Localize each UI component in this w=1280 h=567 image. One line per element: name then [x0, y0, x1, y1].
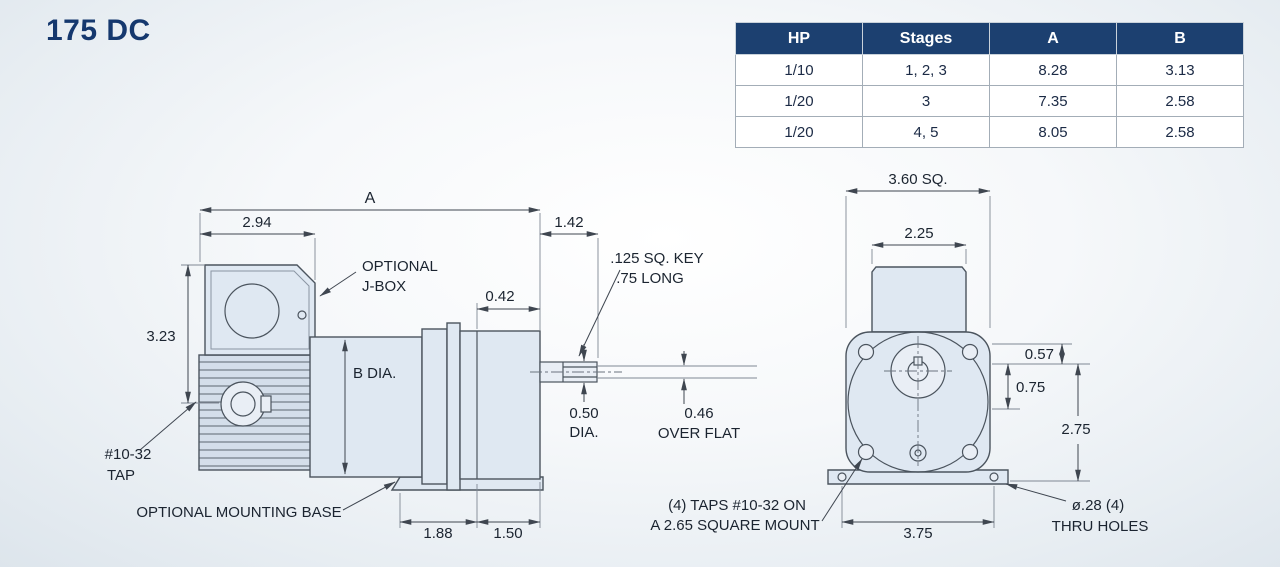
tap-hole-bottom-right	[961, 443, 979, 461]
jbox-cover-circle	[224, 283, 280, 339]
table-cell: 7.35	[989, 85, 1117, 117]
spec-table-header-row: HP Stages A B	[735, 22, 1244, 55]
table-cell: 2.58	[1116, 85, 1244, 117]
leader-taps	[821, 458, 863, 522]
jbox-outline	[204, 264, 316, 356]
dim-A-label: A	[365, 190, 376, 207]
side-view-drawing: A 2.94 1.42 0.42 3.23 B DIA.	[105, 190, 757, 542]
tap-hole-top-left	[857, 343, 875, 361]
leader-tap	[139, 401, 197, 451]
leader-thru-holes	[1005, 483, 1067, 502]
table-cell: 2.58	[1116, 116, 1244, 148]
key-label-line1: .125 SQ. KEY	[610, 250, 703, 267]
dim-360-label: 3.60 SQ.	[888, 171, 947, 188]
table-row: 1/10 1, 2, 3 8.28 3.13	[735, 54, 1244, 86]
taps-label-line1: (4) TAPS #10-32 ON	[668, 497, 806, 514]
table-cell: 1/20	[735, 116, 863, 148]
tap-label-line2: TAP	[107, 467, 135, 484]
jbox-inner-line	[210, 270, 310, 350]
dim-050-label2: DIA.	[569, 424, 598, 441]
base-thru-hole-right	[989, 472, 999, 482]
col-header-b: B	[1116, 22, 1244, 55]
dim-050-label: 0.50	[569, 405, 598, 422]
table-row: 1/20 4, 5 8.05 2.58	[735, 116, 1244, 148]
rear-hub-inner	[230, 391, 256, 417]
base-thru-hole-left	[837, 472, 847, 482]
dim-294-label: 2.94	[242, 214, 271, 231]
thru-holes-label-line2: THRU HOLES	[1052, 518, 1149, 535]
spec-table: HP Stages A B 1/10 1, 2, 3 8.28 3.13 1/2…	[735, 22, 1244, 148]
table-cell: 1/10	[735, 54, 863, 86]
table-cell: 1, 2, 3	[862, 54, 990, 86]
jbox-label-line1: OPTIONAL	[362, 258, 438, 275]
rear-hub-outer	[220, 381, 266, 427]
gear-ring-2	[446, 322, 461, 491]
dim-150-label: 1.50	[493, 525, 522, 542]
page-title: 175 DC	[46, 14, 151, 47]
col-header-hp: HP	[735, 22, 863, 55]
motor-body	[309, 336, 423, 478]
jbox-screw-hole	[297, 310, 307, 320]
dim-225-label: 2.25	[904, 225, 933, 242]
dim-323-label: 3.23	[146, 328, 175, 345]
dim-275-label: 2.75	[1061, 421, 1090, 438]
table-row: 1/20 3 7.35 2.58	[735, 85, 1244, 117]
col-header-stages: Stages	[862, 22, 990, 55]
table-cell: 3	[862, 85, 990, 117]
tap-label-line1: #10-32	[105, 446, 152, 463]
dim-188-label: 1.88	[423, 525, 452, 542]
tap-hole-bottom-left	[857, 443, 875, 461]
key-label-line2: .75 LONG	[616, 270, 684, 287]
dim-075-label: 0.75	[1016, 379, 1045, 396]
jbox-label-line2: J-BOX	[362, 278, 406, 295]
front-housing-circle	[847, 331, 989, 473]
thru-holes-label-line1: ø.28 (4)	[1072, 497, 1125, 514]
dim-375-label: 3.75	[903, 525, 932, 542]
table-cell: 3.13	[1116, 54, 1244, 86]
leader-jbox	[319, 271, 357, 297]
table-cell: 8.28	[989, 54, 1117, 86]
front-view-drawing: 3.60 SQ. 2.25 0.57 0.75 2.75 3.7	[650, 171, 1148, 542]
dim-042-label: 0.42	[485, 288, 514, 305]
table-cell: 8.05	[989, 116, 1117, 148]
dim-046-label2: OVER FLAT	[658, 425, 740, 442]
gearhead-housing	[459, 330, 541, 480]
tap-hole-top-right	[961, 343, 979, 361]
base-label: OPTIONAL MOUNTING BASE	[136, 504, 341, 521]
taps-label-line2: A 2.65 SQUARE MOUNT	[650, 517, 819, 534]
dim-bdia-label: B DIA.	[353, 365, 396, 382]
dim-046-label: 0.46	[684, 405, 713, 422]
leader-base	[342, 481, 396, 511]
rear-hub-key	[260, 395, 272, 413]
dim-142-label: 1.42	[554, 214, 583, 231]
front-motor-box	[871, 266, 967, 333]
gear-ring-1	[421, 328, 448, 485]
leader-key	[578, 269, 621, 357]
dim-057-label: 0.57	[1025, 346, 1054, 363]
table-cell: 1/20	[735, 85, 863, 117]
